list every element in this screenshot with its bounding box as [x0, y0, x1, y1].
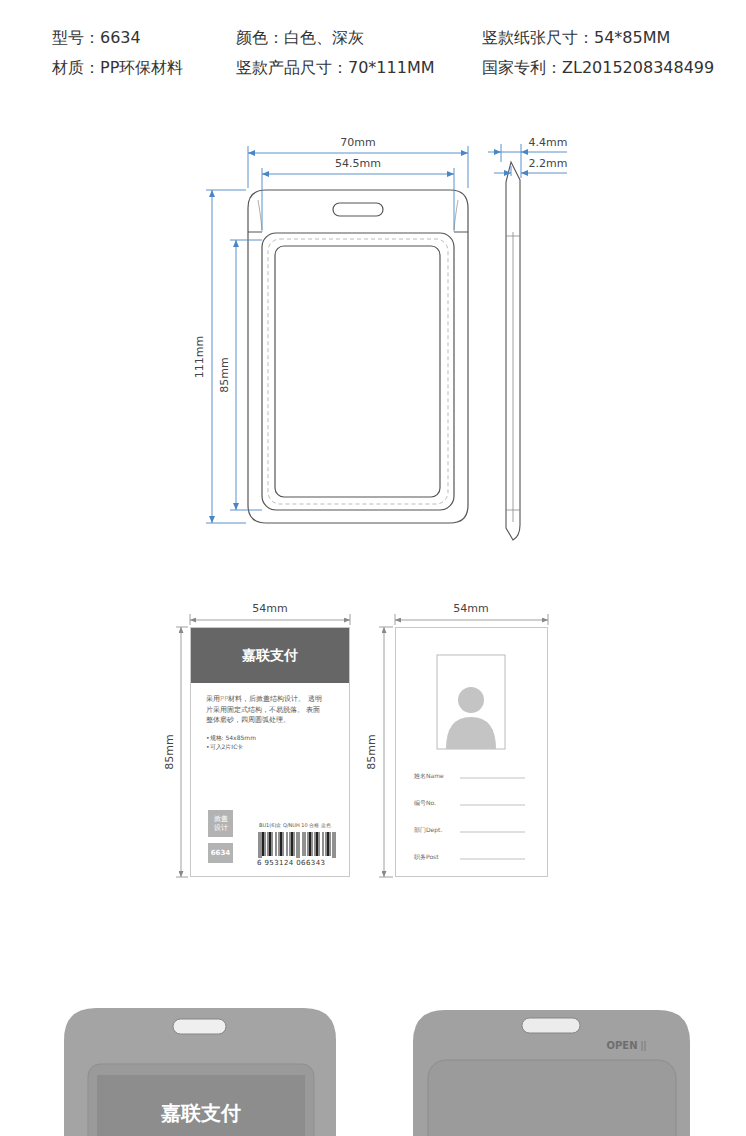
brand-name: 嘉联支付 [242, 647, 298, 664]
card-ground [190, 627, 350, 877]
lanyard-slot [173, 1019, 226, 1034]
dimension-label: 70mm [340, 136, 375, 149]
dimension-label: 85mm [365, 734, 378, 769]
extension-line [511, 166, 512, 176]
dimension-line [488, 152, 501, 153]
dimension-line [262, 174, 454, 175]
dimension-label: 54mm [252, 602, 287, 615]
lanyard-slot [333, 203, 383, 216]
dimension-label: 4.4mm [529, 136, 568, 149]
frame-seam [268, 239, 448, 504]
photo-frame [437, 655, 505, 749]
dimension-line [395, 620, 548, 621]
avatar-head [458, 687, 484, 713]
dimension-line [212, 190, 213, 523]
dimension-label: 85mm [163, 734, 176, 769]
model-tag: 6634 [208, 843, 233, 863]
dimension-line [521, 173, 567, 174]
dimension-line [181, 627, 182, 877]
side-view [506, 162, 520, 540]
field-label: 编号No. [414, 799, 436, 806]
card-front: 采用PP材料，后掀盖结构设计。 透明片采用固定式结构，不易脱落。 表面整体磨砂，… [190, 627, 350, 877]
dimension-label: 2.2mm [529, 157, 568, 170]
front-view [248, 190, 468, 523]
barcode-number: 6 953124 066343 [257, 859, 325, 867]
card-dimensions [176, 614, 548, 877]
frame-outline [262, 233, 454, 510]
feature-tag: 掀盖设计 [208, 810, 233, 837]
side-outline [506, 162, 520, 540]
lanyard-slot [522, 1018, 580, 1033]
dimension-line [494, 173, 511, 174]
spec-bullet: •可入2片IC卡 [206, 743, 243, 750]
extension-line [262, 168, 454, 230]
feature-text: 掀盖设计 [213, 815, 228, 832]
field-line [460, 778, 525, 859]
dimension-line [190, 620, 350, 621]
dimension-label: 54.5mm [335, 157, 381, 170]
product-photos [64, 1008, 690, 1136]
spec-line: 竖款纸张尺寸：54*85MM [482, 28, 670, 47]
field-label: 部门Dept. [414, 826, 442, 833]
insert-label: 嘉联支付 [97, 1075, 305, 1136]
spec-bullet: •规格: 54x85mm [206, 734, 256, 741]
brand-band: 嘉联支付 [191, 628, 349, 683]
dimension-line [236, 240, 237, 510]
spec-line: 国家专利：ZL2015208348499 [482, 58, 714, 77]
dimension-lines [206, 144, 567, 523]
dimension-line [501, 152, 521, 153]
avatar-body [446, 717, 496, 749]
embossed-text: OPEN [606, 1040, 637, 1052]
card-drawings [176, 614, 548, 877]
card-back: 姓名Name 编号No. 部门Dept. 职务Post [395, 627, 548, 877]
spec-line: 型号：6634 [52, 28, 141, 47]
window-outline [275, 246, 440, 497]
barcode [259, 832, 335, 858]
dimension-line [248, 153, 468, 154]
model-number: 6634 [211, 849, 230, 857]
extension-line [190, 614, 350, 625]
dimension-line [384, 627, 385, 877]
side-tab [506, 236, 520, 510]
barcode-note: BU1(6)盒 Q/NUH 10 合格 蓝色 [259, 822, 331, 828]
shoulder-curve [258, 200, 458, 232]
dimension-line [521, 152, 567, 153]
open-mark [642, 1041, 645, 1051]
holder-back-panel [428, 1060, 676, 1136]
extension-line [248, 146, 468, 188]
dimension-label: 54mm [453, 602, 488, 615]
card-ground [395, 627, 548, 877]
spec-line: 颜色：白色、深灰 [236, 28, 364, 47]
extension-line [230, 240, 262, 510]
field-label: 姓名Name [414, 772, 444, 779]
extension-line [176, 627, 188, 877]
dimension-label: 111mm [193, 336, 206, 378]
brand-name: 嘉联支付 [161, 1101, 241, 1125]
dimension-label: 85mm [218, 357, 231, 392]
extension-line [395, 614, 548, 625]
field-label: 职务Post [414, 853, 439, 860]
side-seam [513, 232, 514, 522]
spec-line: 材质：PP环保材料 [52, 58, 183, 77]
holder-rim [88, 1064, 314, 1136]
card-body-text: 采用PP材料，后掀盖结构设计。 透明片采用固定式结构，不易脱落。 表面整体磨砂，… [206, 694, 324, 726]
barcode [263, 832, 328, 856]
holder-outline [248, 190, 468, 523]
spec-line: 竖款产品尺寸：70*111MM [236, 58, 435, 77]
extension-line [379, 627, 393, 877]
